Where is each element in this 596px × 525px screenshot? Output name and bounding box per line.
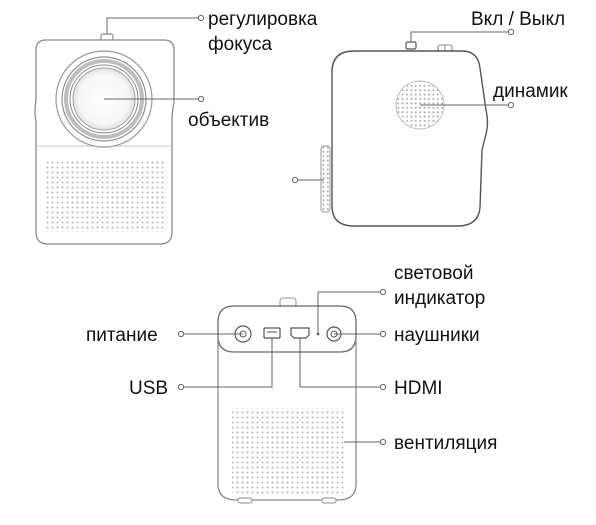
marker-power xyxy=(177,330,185,338)
side-power-button xyxy=(405,41,417,50)
leader-focus xyxy=(106,17,201,34)
front-grille xyxy=(45,160,167,232)
marker-speaker xyxy=(507,101,515,109)
back-foot-left xyxy=(237,497,253,504)
label-power: питание xyxy=(86,325,158,346)
back-foot-right xyxy=(321,497,337,504)
label-ventilation: вентиляция xyxy=(394,433,497,454)
front-view xyxy=(34,33,175,245)
label-headphones: наушники xyxy=(394,325,480,346)
leader-lines xyxy=(104,17,511,443)
marker-headphones xyxy=(379,330,387,338)
label-power-button: Вкл / Выкл xyxy=(471,9,565,30)
label-indicator-line1: световой xyxy=(394,263,473,284)
leader-power-button xyxy=(410,31,511,42)
label-indicator-line2: индикатор xyxy=(394,288,485,309)
leader-usb xyxy=(181,338,273,388)
marker-indicator xyxy=(379,288,387,296)
marker-lens xyxy=(197,95,205,103)
side-view xyxy=(320,41,489,227)
marker-focus xyxy=(197,14,205,22)
marker-hdmi xyxy=(379,383,387,391)
usb-port xyxy=(263,327,281,339)
leader-indicator xyxy=(317,291,383,334)
back-port-panel xyxy=(217,305,357,353)
label-focus-line1: регулировка xyxy=(208,9,318,30)
hdmi-port xyxy=(290,327,310,339)
leader-markers xyxy=(177,14,515,446)
marker-usb xyxy=(177,383,185,391)
labels: регулировка фокуса объектив Вкл / Выкл д… xyxy=(86,9,568,454)
marker-power-button xyxy=(507,28,515,36)
label-speaker: динамик xyxy=(493,81,568,102)
leader-hdmi xyxy=(299,338,383,388)
marker-ventilation xyxy=(379,438,387,446)
back-body xyxy=(217,336,357,501)
side-body xyxy=(331,50,489,227)
label-usb: USB xyxy=(129,378,168,399)
label-lens: объектив xyxy=(188,110,269,131)
marker-side-vent xyxy=(291,176,299,184)
side-vent-grille xyxy=(320,145,331,213)
back-view xyxy=(217,297,357,504)
label-hdmi: HDMI xyxy=(394,378,443,399)
back-grille xyxy=(232,408,344,494)
label-focus-line2: фокуса xyxy=(208,34,273,55)
